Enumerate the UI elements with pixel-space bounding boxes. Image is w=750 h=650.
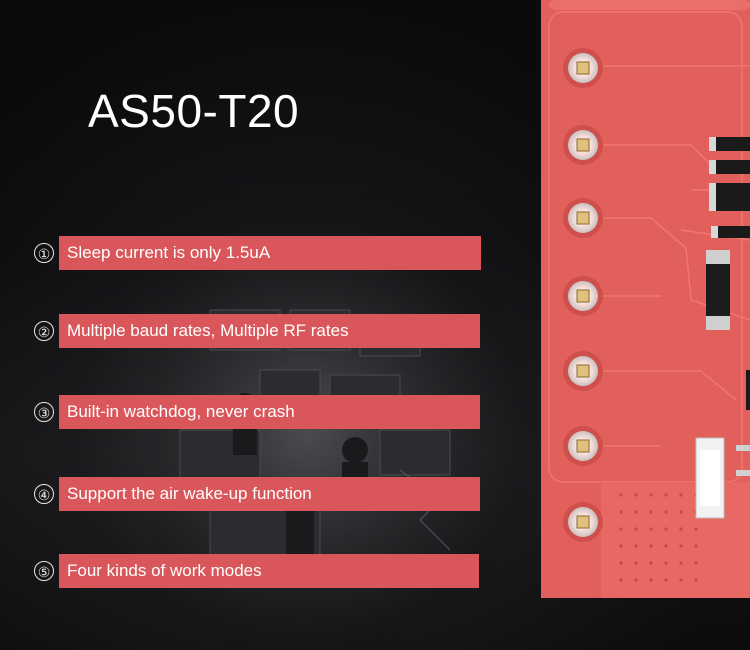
feature-number: ① [34,243,54,263]
feature-2: ② Multiple baud rates, Multiple RF rates [34,314,480,348]
feature-label: Multiple baud rates, Multiple RF rates [59,314,480,348]
feature-label: Built-in watchdog, never crash [59,395,480,429]
feature-4: ④ Support the air wake-up function [34,477,480,511]
page-title: AS50-T20 [88,85,300,137]
feature-label: Support the air wake-up function [59,477,480,511]
feature-1: ① Sleep current is only 1.5uA [34,236,481,270]
control-room-photo [150,250,550,650]
pcb-module-image [541,0,750,598]
feature-number: ④ [34,484,54,504]
feature-number: ③ [34,402,54,422]
feature-number: ⑤ [34,561,54,581]
feature-number: ② [34,321,54,341]
feature-3: ③ Built-in watchdog, never crash [34,395,480,429]
feature-label: Four kinds of work modes [59,554,479,588]
feature-5: ⑤ Four kinds of work modes [34,554,479,588]
feature-label: Sleep current is only 1.5uA [59,236,481,270]
